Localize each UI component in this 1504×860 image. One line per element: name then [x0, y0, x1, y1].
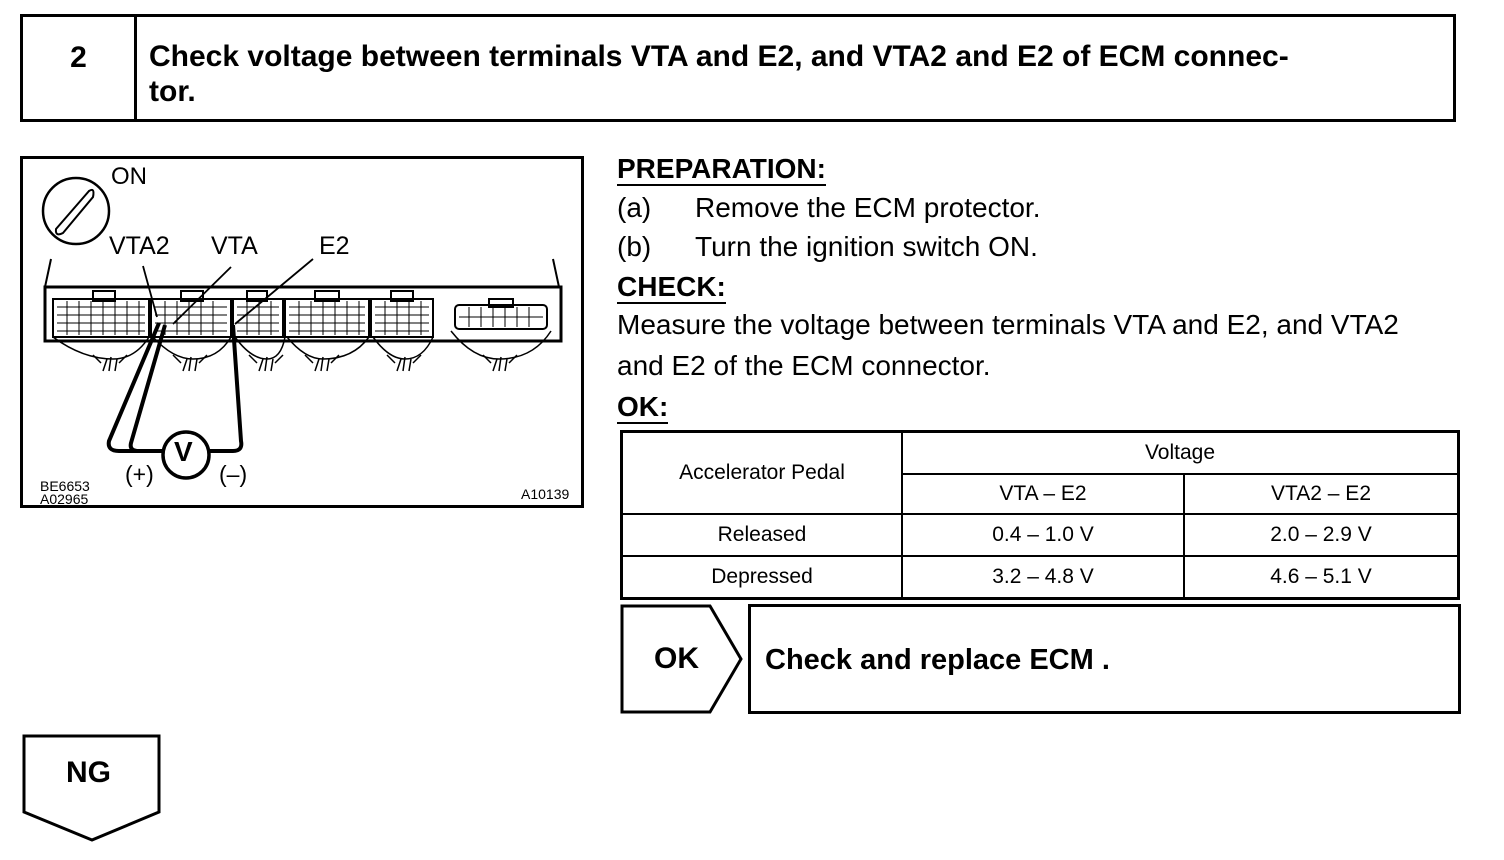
connector-block-3 [232, 290, 284, 338]
probe-lead-vta2 [106, 322, 163, 453]
step-title-line-1: Check voltage between terminals VTA and … [149, 40, 1289, 73]
prep-step-b-text: Turn the ignition switch ON. [695, 231, 1038, 262]
ecm-connector-drawing [41, 176, 563, 480]
header-vta2-e2: VTA2 – E2 [1183, 473, 1460, 515]
ng-result-tag: NG [22, 734, 162, 842]
connector-block-2 [150, 290, 232, 338]
ref-code-3: A10139 [521, 486, 570, 502]
ok-action-text: Check and replace ECM . [765, 644, 1110, 676]
ref-code-1: BE6653 [40, 478, 90, 494]
switch-on-label: ON [111, 163, 147, 190]
cell-pedal: Depressed [620, 555, 903, 600]
prep-step-a-text: Remove the ECM protector. [695, 192, 1041, 223]
step-header: 2 Check voltage between terminals VTA an… [20, 14, 1456, 122]
ecm-connector-illustration: ON VTA2 VTA E2 V (+) (–) BE6653 A02965 A… [20, 156, 584, 508]
step-title: Check voltage between terminals VTA and … [137, 17, 1453, 119]
table-row: Released 0.4 – 1.0 V 2.0 – 2.9 V [620, 513, 1460, 557]
voltmeter-symbol: V [174, 436, 193, 467]
voltmeter-icon [161, 430, 211, 480]
ok-arrow-shape [620, 604, 743, 714]
connector-block-1 [52, 290, 150, 338]
prep-step-a-letter: (a) [617, 192, 652, 223]
cell-pedal: Released [620, 513, 903, 557]
header-accelerator-pedal: Accelerator Pedal [620, 430, 903, 515]
cell-vta: 0.4 – 1.0 V [901, 513, 1185, 557]
ref-code-2: A02965 [40, 491, 89, 507]
probe-lead-vta [128, 324, 167, 453]
prep-step-b-letter: (b) [617, 231, 652, 262]
ok-result-box: Check and replace ECM . [748, 604, 1461, 714]
check-heading: CHECK: [617, 271, 726, 304]
header-voltage: Voltage [901, 430, 1460, 475]
ignition-switch-icon [41, 176, 111, 246]
cell-vta2: 4.6 – 5.1 V [1183, 555, 1460, 600]
cell-vta: 3.2 – 4.8 V [901, 555, 1185, 600]
header-vta-e2: VTA – E2 [901, 473, 1185, 515]
table-row: Depressed 3.2 – 4.8 V 4.6 – 5.1 V [620, 555, 1460, 600]
terminal-vta2-label: VTA2 [109, 232, 170, 260]
step-title-line-2: tor. [149, 75, 196, 108]
preparation-heading: PREPARATION: [617, 153, 826, 186]
step-number: 2 [23, 17, 137, 119]
ok-tag-label: OK [654, 642, 699, 675]
connector-block-6 [454, 298, 548, 330]
terminal-e2-label: E2 [319, 232, 350, 260]
negative-probe-label: (–) [219, 461, 248, 487]
positive-probe-label: (+) [125, 461, 154, 487]
probe-lead-e2 [209, 324, 244, 453]
ng-tag-label: NG [66, 756, 111, 789]
voltage-spec-table: Accelerator Pedal Voltage VTA – E2 VTA2 … [620, 430, 1460, 600]
ok-heading: OK: [617, 391, 669, 424]
cell-vta2: 2.0 – 2.9 V [1183, 513, 1460, 557]
connector-block-5 [370, 290, 434, 338]
connector-block-4 [284, 290, 370, 338]
check-line-1: Measure the voltage between terminals VT… [617, 309, 1399, 340]
terminal-vta-label: VTA [211, 232, 258, 260]
check-line-2: and E2 of the ECM connector. [617, 350, 991, 381]
ecm-connector-housing [43, 285, 563, 343]
ng-arrow-shape [22, 734, 161, 842]
ok-result-tag: OK [620, 604, 744, 714]
